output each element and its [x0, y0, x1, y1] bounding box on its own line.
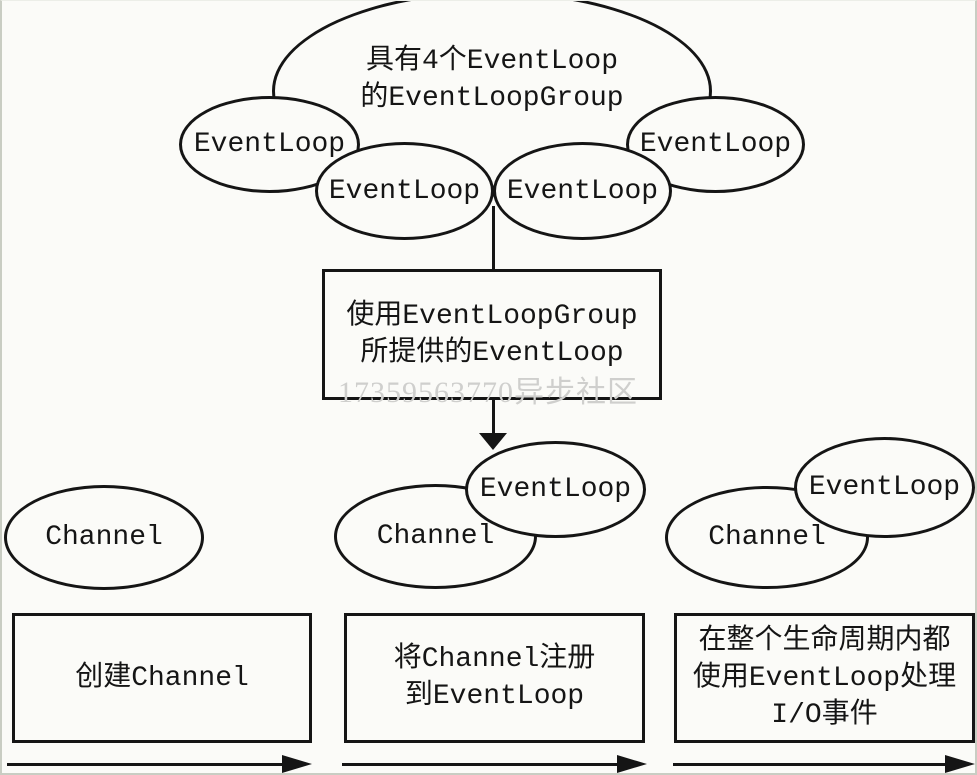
- stage3-eventloop-label: EventLoop: [808, 472, 961, 503]
- stage2-timeline-arrowhead-icon: [617, 755, 647, 773]
- stage3-timeline-arrowhead-icon: [945, 755, 975, 773]
- provide-box-line1: 使用EventLoopGroup: [346, 300, 638, 332]
- eventloop-ellipse-3: EventLoop: [493, 142, 672, 240]
- eventloopgroup-label: 具有4个EventLoop 的EventLoopGroup: [272, 43, 712, 117]
- group-to-box-connector: [492, 206, 495, 270]
- box-to-eventloop-arrowhead-icon: [479, 433, 507, 450]
- stage2-box: 将Channel注册 到EventLoop: [344, 613, 645, 743]
- eventloop-ellipse-4: EventLoop: [626, 96, 805, 193]
- eventloop-ellipse-2: EventLoop: [315, 142, 494, 240]
- eventloop-label-1: EventLoop: [193, 129, 346, 160]
- stage1-box: 创建Channel: [12, 613, 312, 743]
- stage3-box-line1: 在整个生命周期内都: [698, 625, 951, 657]
- stage2-timeline-arrow: [342, 763, 617, 766]
- eventloopgroup-label-line1: 具有4个EventLoop: [365, 46, 619, 77]
- stage3-box: 在整个生命周期内都 使用EventLoop处理 I/O事件: [674, 613, 975, 743]
- eventloopgroup-label-line2: 的EventLoopGroup: [360, 83, 624, 114]
- provide-box: 使用EventLoopGroup 所提供的EventLoop: [322, 269, 662, 400]
- stage1-timeline-arrow: [7, 763, 282, 766]
- watermark-text: 17359563770异步社区: [338, 376, 638, 409]
- stage1-channel-ellipse: Channel: [4, 485, 204, 590]
- stage2-box-line2: 到EventLoop: [404, 681, 585, 712]
- eventloop-label-3: EventLoop: [506, 175, 659, 207]
- stage3-box-line2: 使用EventLoop处理: [692, 662, 957, 694]
- stage1-box-line1: 创建Channel: [75, 662, 249, 694]
- stage2-eventloop-ellipse: EventLoop: [465, 441, 646, 538]
- stage3-eventloop-ellipse: EventLoop: [794, 437, 975, 538]
- eventloop-label-2: EventLoop: [328, 175, 481, 207]
- stage3-box-line3: I/O事件: [771, 699, 878, 731]
- stage2-box-line1: 将Channel注册: [393, 644, 596, 675]
- box-to-eventloop-arrow-shaft: [492, 398, 495, 434]
- stage3-channel-label: Channel: [708, 522, 826, 553]
- stage3-timeline-arrow: [673, 763, 945, 766]
- stage2-channel-label: Channel: [376, 521, 495, 552]
- provide-box-line2: 所提供的EventLoop: [360, 337, 624, 369]
- eventloop-ellipse-1: EventLoop: [179, 96, 360, 193]
- eventloop-label-4: EventLoop: [639, 129, 792, 160]
- stage1-channel-label: Channel: [45, 522, 163, 553]
- stage2-eventloop-label: EventLoop: [479, 474, 632, 505]
- stage1-timeline-arrowhead-icon: [282, 755, 312, 773]
